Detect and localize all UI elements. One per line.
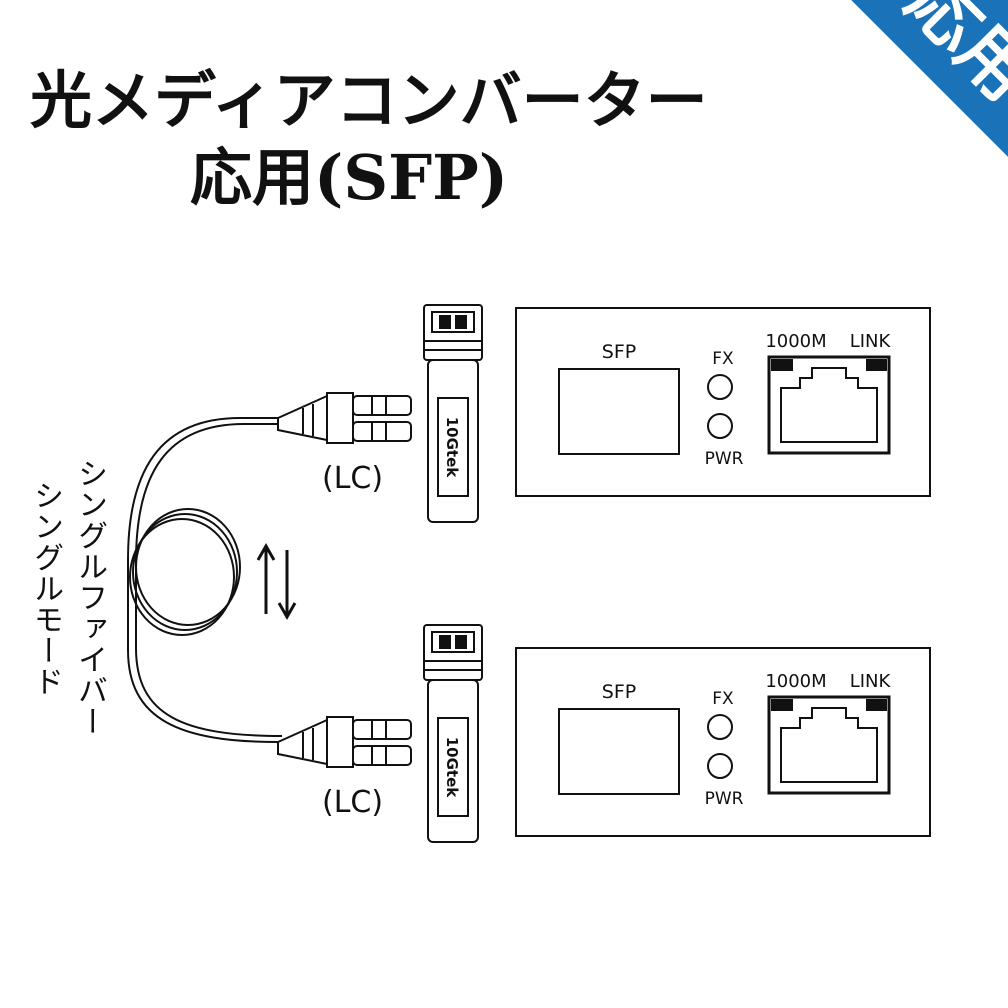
rj45-port-icon: [767, 695, 891, 795]
speed-label: 1000M: [765, 331, 826, 352]
media-converter-lower: SFP FX PWR 1000M LINK: [515, 647, 931, 837]
sfp-port: [558, 708, 680, 795]
pwr-label: PWR: [705, 449, 744, 469]
fiber-cable: [127, 417, 283, 743]
sfp-brand-lower: 10Gtek: [443, 737, 461, 799]
speed-label: 1000M: [765, 671, 826, 692]
banner-text: 応用: [891, 0, 1008, 116]
pwr-led-icon: [707, 753, 733, 779]
sfp-module-upper: [423, 304, 483, 523]
link-label: LINK: [850, 331, 892, 352]
link-label: LINK: [850, 671, 892, 692]
media-converter-upper: SFP FX PWR 1000M LINK: [515, 307, 931, 497]
sfp-port: [558, 368, 680, 455]
fx-label: FX: [712, 689, 734, 709]
title-line-1: 光メディアコンバーター: [30, 64, 708, 137]
lc-label-upper: (LC): [322, 461, 383, 496]
converter-panel: [515, 647, 931, 837]
title-line-2: 応用(SFP): [190, 141, 509, 214]
lc-label-lower: (LC): [322, 785, 383, 820]
fiber-type-label: シングルファイバー: [72, 458, 107, 737]
sfp-port-label: SFP: [602, 681, 636, 703]
sfp-module-lower: [423, 624, 483, 843]
rj45-port-icon: [767, 355, 891, 455]
fiber-mode-label: シングルモード: [28, 480, 63, 697]
bidirectional-arrows-icon: [256, 542, 297, 621]
pwr-label: PWR: [705, 789, 744, 809]
fx-led-icon: [707, 374, 733, 400]
fiber-coil: [129, 508, 241, 636]
pwr-led-icon: [707, 413, 733, 439]
fx-label: FX: [712, 349, 734, 369]
converter-panel: [515, 307, 931, 497]
sfp-brand-upper: 10Gtek: [443, 417, 461, 479]
fx-led-icon: [707, 714, 733, 740]
corner-banner: 応用: [780, 0, 1008, 227]
lc-connector-lower: [277, 716, 412, 768]
sfp-port-label: SFP: [602, 341, 636, 363]
lc-connector-upper: [277, 392, 412, 444]
